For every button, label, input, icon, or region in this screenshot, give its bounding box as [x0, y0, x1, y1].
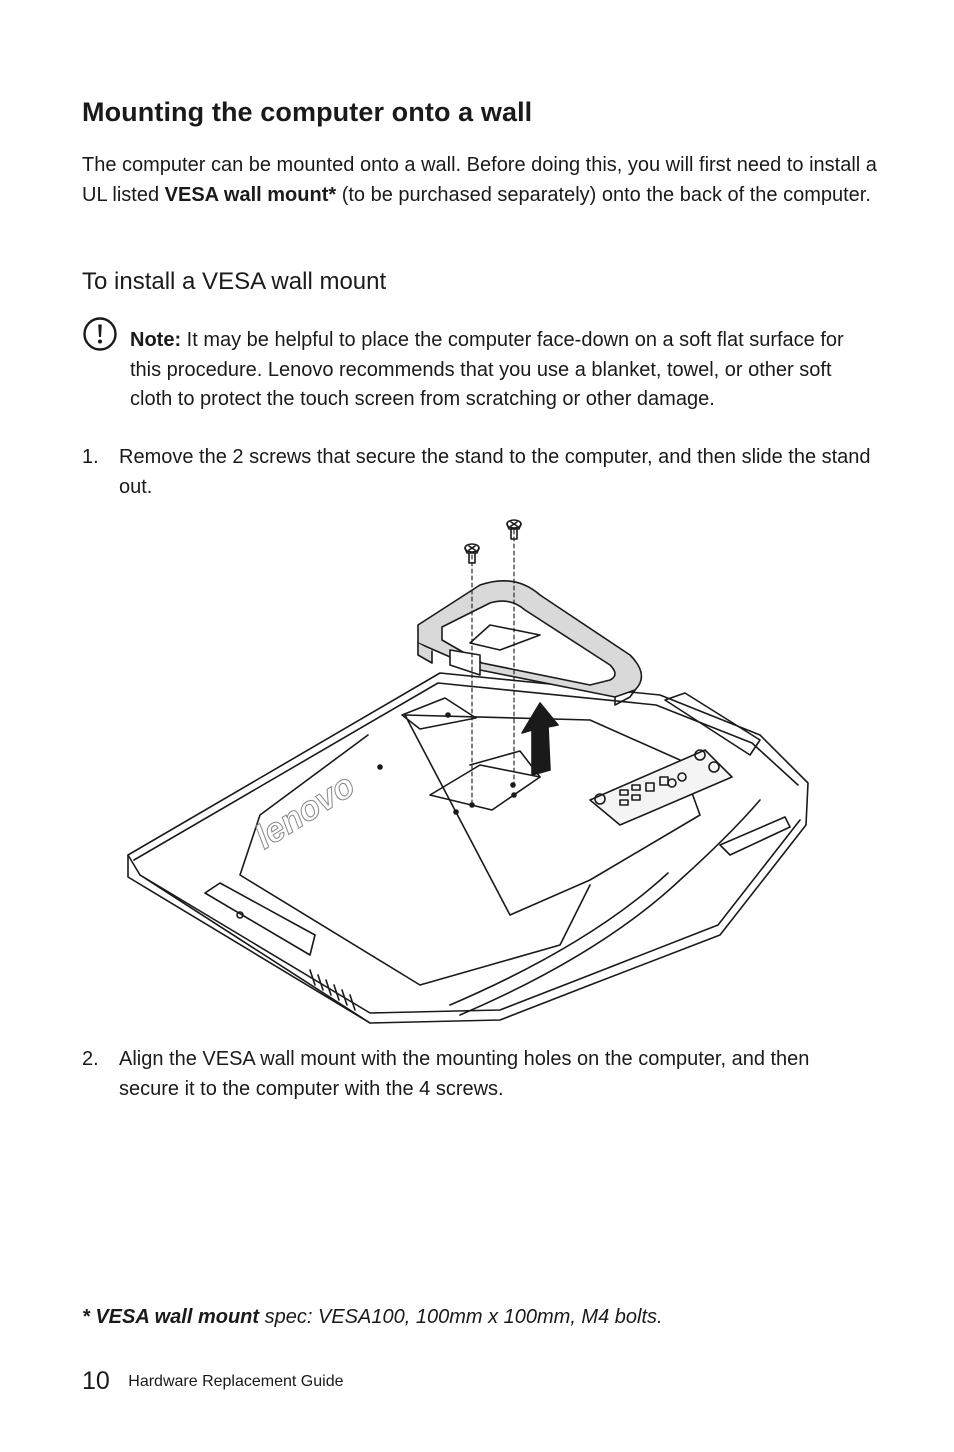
note-label: Note: [130, 329, 182, 351]
step-text: Align the VESA wall mount with the mount… [119, 1048, 810, 1100]
page-title: Mounting the computer onto a wall [82, 97, 533, 127]
intro-text-end: (to be purchased separately) onto the ba… [336, 183, 871, 206]
intro-text-start: The computer can be mounted onto a wall.… [82, 154, 877, 206]
intro-bold-term: VESA wall mount* [164, 183, 337, 206]
exclamation-circle-icon [83, 317, 117, 351]
note-paragraph: Note: It may be helpful to place the com… [130, 326, 870, 415]
page-footer: 10 Hardware Replacement Guide [82, 1367, 343, 1396]
vesa-recess-panel [404, 714, 701, 916]
step-1: 1. Remove the 2 screws that secure the s… [82, 443, 872, 502]
stand-removal-illustration: lenovo [127, 519, 809, 1024]
footnote-bold-term: * VESA wall mount [82, 1306, 260, 1328]
screw-icon [506, 519, 522, 540]
io-port-panel [589, 749, 733, 826]
section-subtitle: To install a VESA wall mount [82, 268, 387, 295]
step-number: 2. [82, 1048, 99, 1070]
page-number: 10 [82, 1367, 110, 1395]
document-title: Hardware Replacement Guide [128, 1373, 344, 1390]
intro-paragraph: The computer can be mounted onto a wall.… [82, 151, 882, 210]
screw-icon [464, 543, 480, 564]
note-text: It may be helpful to place the computer … [130, 329, 844, 410]
step-2: 2. Align the VESA wall mount with the mo… [82, 1045, 872, 1104]
step-text: Remove the 2 screws that secure the stan… [119, 446, 871, 498]
footnote-text: spec: VESA100, 100mm x 100mm, M4 bolts. [259, 1306, 663, 1328]
step-number: 1. [82, 446, 99, 468]
up-arrow-icon [521, 702, 559, 776]
footnote: * VESA wall mount spec: VESA100, 100mm x… [82, 1306, 663, 1329]
